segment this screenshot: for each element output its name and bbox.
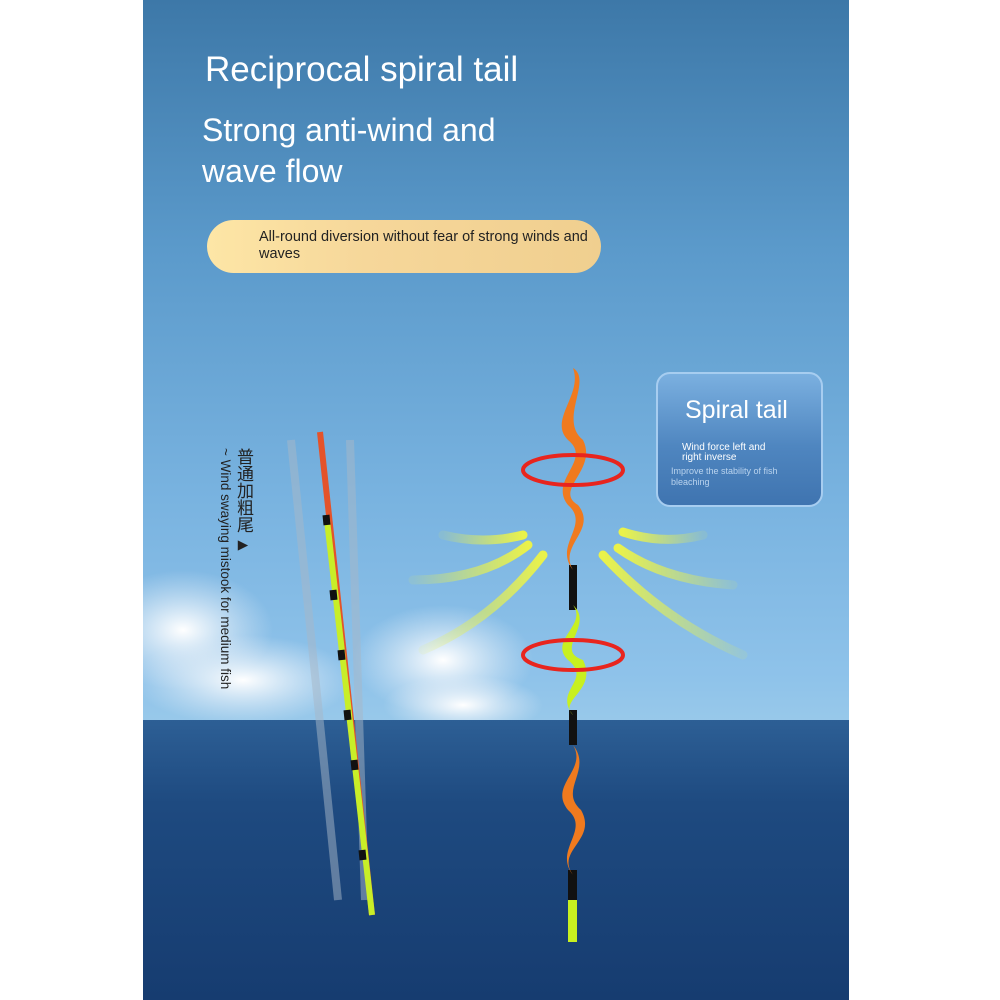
comparison-caption: 普通加粗尾 ▶ ~ Wind swaying mistook for mediu…: [218, 448, 253, 689]
float-illustration: [287, 368, 748, 942]
subheadline: Strong anti-wind and wave flow: [202, 112, 496, 189]
pill-text: All-round diversion without fear of stro…: [259, 229, 588, 262]
sea: [143, 720, 849, 1000]
card-description: Improve the stability of fish bleaching: [671, 466, 778, 487]
card-subtitle: Wind force left and right inverse: [682, 442, 766, 463]
wind-arrows: [408, 527, 748, 660]
comparison-english: ~ Wind swaying mistook for medium fish: [218, 448, 233, 690]
card-title: Spiral tail: [685, 396, 788, 424]
headline: Reciprocal spiral tail: [205, 50, 519, 89]
comparison-chinese: 普通加粗尾: [234, 448, 253, 533]
spiral-float: [521, 368, 625, 942]
triangle-arrow-icon: ▶: [236, 536, 251, 553]
feature-pill: All-round diversion without fear of stro…: [207, 220, 601, 273]
spiral-tail-card: Spiral tail Wind force left and right in…: [656, 372, 823, 507]
product-poster: Reciprocal spiral tail Strong anti-wind …: [143, 0, 849, 1000]
ordinary-float: [287, 431, 375, 916]
